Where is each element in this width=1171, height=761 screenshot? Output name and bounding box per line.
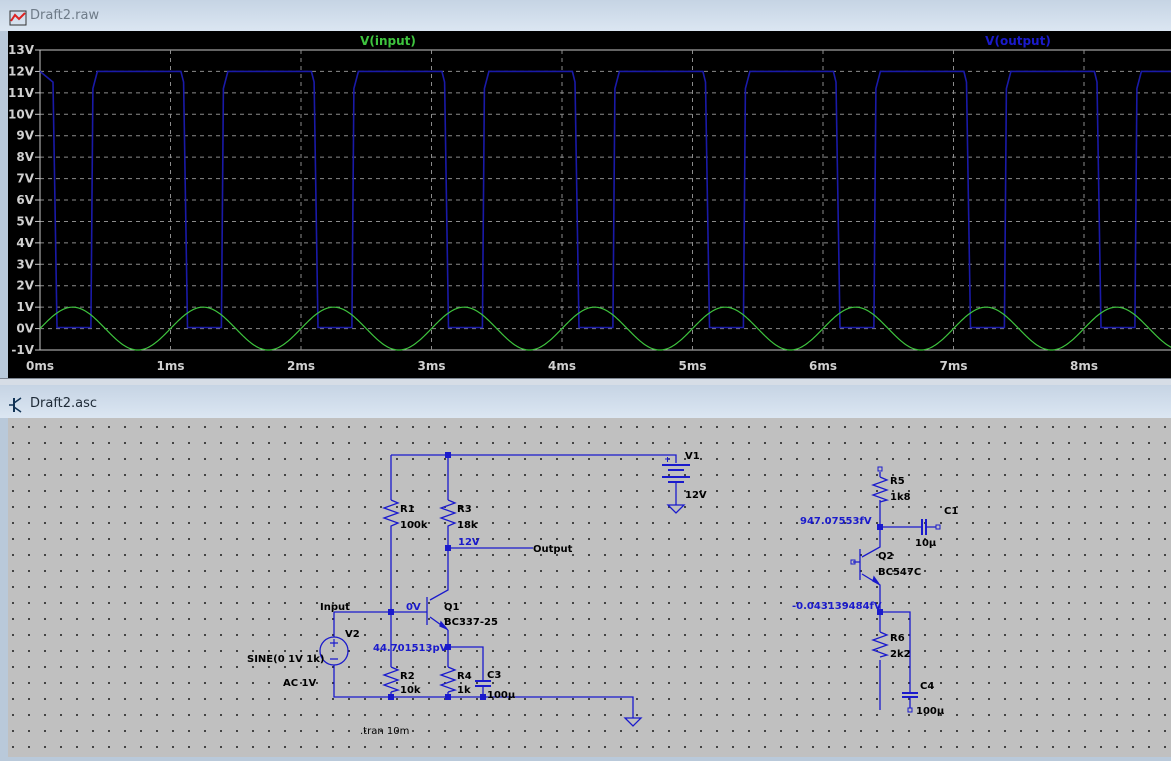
capacitor-c1[interactable] xyxy=(921,519,927,535)
schematic-svg: R1 100k R3 18k R2 10k R4 1k C3 100µ Q1 B… xyxy=(247,451,958,737)
v1-name: V1 xyxy=(685,451,700,462)
resistor-r4[interactable] xyxy=(439,666,458,693)
x-tick-label: 4ms xyxy=(548,359,576,373)
waveform-icon xyxy=(9,10,27,26)
probe-collector-voltage: 12V xyxy=(458,537,480,548)
trace-input xyxy=(39,306,1171,351)
junctions xyxy=(388,452,883,700)
resistor-r1[interactable] xyxy=(382,499,400,530)
r1-name: R1 xyxy=(400,504,415,515)
y-tick-label: 0V xyxy=(16,322,34,336)
spice-directive[interactable]: .tran 10m xyxy=(360,726,409,737)
resistor-r2[interactable] xyxy=(382,666,401,693)
c3-name: C3 xyxy=(487,670,501,681)
y-tick-label: 3V xyxy=(16,257,34,271)
terminal xyxy=(877,466,883,472)
terminal xyxy=(850,559,856,565)
voltage-source-v2[interactable] xyxy=(319,636,349,666)
r6-value: 2k2 xyxy=(890,649,911,660)
r2-value: 10k xyxy=(400,685,421,696)
x-tick-label: 1ms xyxy=(157,359,185,373)
probe-base-voltage: 0V xyxy=(406,602,421,613)
schematic-canvas[interactable]: R1 100k R3 18k R2 10k R4 1k C3 100µ Q1 B… xyxy=(8,418,1171,757)
y-tick-label: 12V xyxy=(8,64,35,78)
v2-value: SINE(0 1V 1k) xyxy=(247,654,325,665)
legend-output[interactable]: V(output) xyxy=(985,34,1051,48)
y-tick-label: 6V xyxy=(16,193,34,207)
r1-value: 100k xyxy=(400,520,428,531)
wire xyxy=(853,472,936,710)
y-tick-label: 11V xyxy=(8,86,35,100)
probe-emitter-voltage: 44.701513pV xyxy=(373,643,448,654)
plot-svg: 13V 12V 11V 10V 9V 8V 7V 6V 5V 4V 3V 2V 1V 0V -1V 0ms 1… xyxy=(8,34,1171,373)
x-tick-label: 3ms xyxy=(418,359,446,373)
ground-icon xyxy=(623,717,643,727)
y-tick-label: 9V xyxy=(16,129,34,143)
y-tick-label: -1V xyxy=(11,343,34,357)
q2-name: Q2 xyxy=(878,551,894,562)
r3-name: R3 xyxy=(457,504,472,515)
trace-output xyxy=(39,70,1171,329)
x-tick-label: 6ms xyxy=(809,359,837,373)
y-tick-label: 4V xyxy=(16,236,34,250)
plus-icon xyxy=(665,457,670,462)
y-tick-label: 8V xyxy=(16,150,34,164)
y-tick-label: 13V xyxy=(8,43,35,57)
r5-value: 1k8 xyxy=(890,492,911,503)
capacitor-c4[interactable] xyxy=(902,692,918,698)
x-tick-label: 0ms xyxy=(26,359,54,373)
y-tick-label: 2V xyxy=(16,279,34,293)
emitter-arrow-icon xyxy=(872,575,880,585)
c4-name: C4 xyxy=(920,681,934,692)
y-tick-label: 7V xyxy=(16,172,34,186)
y-tick-label: 10V xyxy=(8,107,35,121)
schematic-window-titlebar[interactable]: Draft2.asc xyxy=(0,385,1171,418)
c1-value: 10µ xyxy=(915,538,937,549)
v2-ac: AC 1V xyxy=(283,678,317,689)
probe-q2-collector-voltage: 947.07553fV xyxy=(800,516,872,527)
capacitor-c3[interactable] xyxy=(475,680,491,687)
c3-value: 100µ xyxy=(487,690,516,701)
window-separator xyxy=(0,378,1171,386)
c1-name: C1 xyxy=(944,506,958,517)
x-tick-label: 2ms xyxy=(287,359,315,373)
battery-v1[interactable] xyxy=(662,464,690,483)
waveform-window-title: Draft2.raw xyxy=(30,8,100,23)
r6-name: R6 xyxy=(890,633,905,644)
resistor-r5[interactable] xyxy=(871,476,890,503)
resistor-r3[interactable] xyxy=(439,499,457,530)
schematic-window-title: Draft2.asc xyxy=(30,396,98,411)
probe-q2-emitter-voltage: -0.043139484fV xyxy=(792,601,882,612)
c4-value: 100µ xyxy=(916,706,945,717)
v2-name: V2 xyxy=(345,629,360,640)
x-tick-label: 5ms xyxy=(679,359,707,373)
terminal xyxy=(907,707,913,713)
q2-value: BC547C xyxy=(878,567,921,578)
wire xyxy=(333,454,677,718)
y-tick-label: 1V xyxy=(16,300,34,314)
r3-value: 18k xyxy=(457,520,478,531)
q1-value: BC337-25 xyxy=(444,617,498,628)
ground-icon xyxy=(666,504,686,514)
r4-value: 1k xyxy=(457,685,471,696)
transistor-icon xyxy=(9,397,22,413)
r4-name: R4 xyxy=(457,671,472,682)
x-tick-label: 7ms xyxy=(940,359,968,373)
r5-name: R5 xyxy=(890,476,905,487)
legend-input[interactable]: V(input) xyxy=(360,34,416,48)
net-label-output[interactable]: Output xyxy=(533,544,573,555)
q1-name: Q1 xyxy=(444,602,460,613)
waveform-plot[interactable]: 13V 12V 11V 10V 9V 8V 7V 6V 5V 4V 3V 2V 1V 0V -1V 0ms 1… xyxy=(8,31,1171,378)
emitter-arrow-icon xyxy=(439,620,448,630)
y-tick-label: 5V xyxy=(16,214,34,228)
terminal xyxy=(935,524,941,530)
x-tick-label: 8ms xyxy=(1070,359,1098,373)
plus-icon xyxy=(330,639,338,660)
waveform-window-titlebar[interactable]: Draft2.raw xyxy=(0,0,1171,31)
net-label-input[interactable]: Input xyxy=(320,602,350,613)
v1-value: 12V xyxy=(685,490,707,501)
resistor-r6[interactable] xyxy=(871,631,890,658)
r2-name: R2 xyxy=(400,671,415,682)
